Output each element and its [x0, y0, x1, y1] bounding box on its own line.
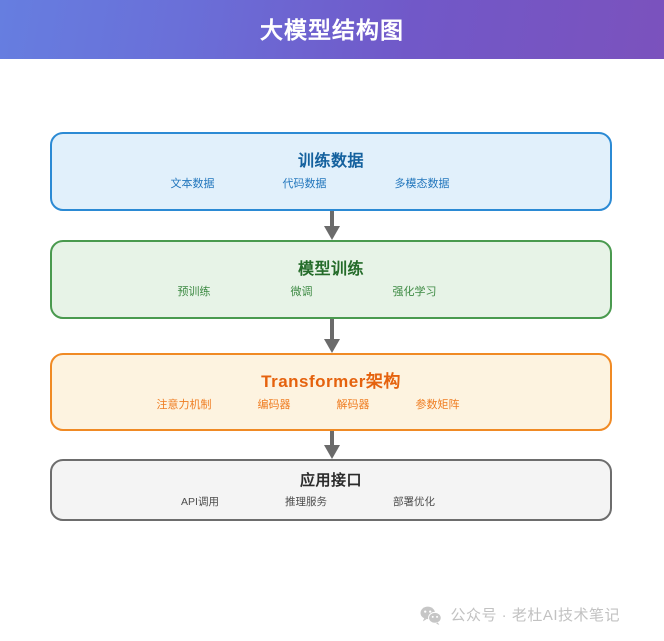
flow-node-title: 训练数据 — [297, 152, 364, 170]
flow-node-transformer-architecture[interactable]: Transformer架构 注意力机制 编码器 解码器 参数矩阵 — [50, 353, 612, 431]
flow-node-tags: 预训练 微调 强化学习 — [178, 287, 485, 298]
flow-node-tag: 预训练 — [177, 286, 211, 299]
footer-inner: 公众号 · 老杜AI技术笔记 — [420, 606, 620, 625]
arrow-head — [324, 339, 340, 353]
arrow-stem — [330, 319, 334, 339]
flow-node-tag: 注意力机制 — [156, 399, 212, 412]
down-arrow-icon — [324, 319, 340, 353]
flow-node-tags: 注意力机制 编码器 解码器 参数矩阵 — [157, 400, 506, 411]
down-arrow-icon — [324, 431, 340, 459]
arrow-stem — [330, 431, 334, 445]
flow-node-tag: API调用 — [181, 495, 219, 508]
flow-node-tag: 推理服务 — [284, 495, 327, 508]
flow-node-title: Transformer架构 — [261, 371, 401, 391]
footer-text: 公众号 · 老杜AI技术笔记 — [450, 607, 620, 624]
arrow-stem — [330, 211, 334, 226]
flow-node-title: 应用接口 — [299, 472, 362, 489]
flow-node-tag: 多模态数据 — [394, 178, 450, 191]
flow-node-tags: 文本数据 代码数据 多模态数据 — [171, 179, 492, 190]
wechat-icon — [420, 606, 443, 625]
flow-node-application-interface[interactable]: 应用接口 API调用 推理服务 部署优化 — [50, 459, 612, 521]
flow-node-tag: 参数矩阵 — [415, 399, 460, 412]
flowchart: 训练数据 文本数据 代码数据 多模态数据 模型训练 预训练 微调 强化学习 — [0, 59, 664, 579]
arrow-head — [324, 445, 340, 459]
flow-node-tag: 微调 — [290, 286, 313, 299]
flow-node-training-data[interactable]: 训练数据 文本数据 代码数据 多模态数据 — [50, 132, 612, 211]
flow-node-tags: API调用 推理服务 部署优化 — [181, 495, 481, 508]
down-arrow-icon — [324, 211, 340, 240]
flow-node-title: 模型训练 — [297, 260, 364, 278]
flow-node-tag: 部署优化 — [392, 495, 435, 508]
page-header: 大模型结构图 — [0, 0, 664, 59]
flow-node-tag: 强化学习 — [392, 286, 437, 299]
flow-node-tag: 文本数据 — [170, 178, 215, 191]
flow-node-tag: 代码数据 — [282, 178, 327, 191]
page-title: 大模型结构图 — [260, 16, 404, 43]
flow-node-tag: 编码器 — [257, 399, 291, 412]
arrow-head — [324, 226, 340, 240]
footer-watermark: 公众号 · 老杜AI技术笔记 — [0, 590, 664, 641]
flow-node-model-training[interactable]: 模型训练 预训练 微调 强化学习 — [50, 240, 612, 319]
flow-node-tag: 解码器 — [336, 399, 370, 412]
